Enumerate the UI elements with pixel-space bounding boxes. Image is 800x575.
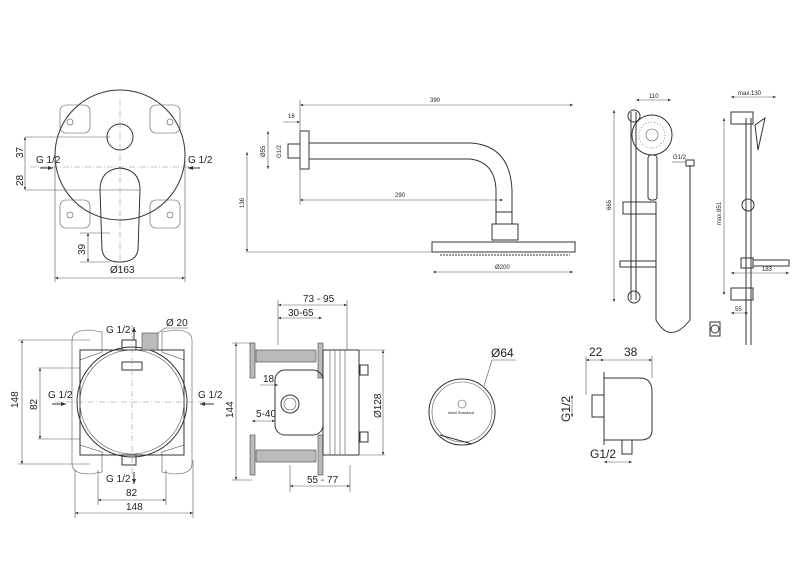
- dim-110: 110: [649, 94, 659, 100]
- rosette-plate: [428, 378, 496, 446]
- inlet-left-label: G 1/2: [48, 390, 73, 401]
- lever-handle: [99, 167, 141, 263]
- dim-390: 390: [430, 98, 441, 104]
- dim-82-horizontal: 82: [126, 488, 138, 499]
- dim-flange-55: Ø55: [261, 145, 267, 157]
- box-body-side: [322, 349, 360, 456]
- dim-73-95: 73 - 95: [303, 294, 335, 305]
- dim-38: 38: [624, 345, 638, 359]
- shower-arm: [309, 158, 497, 212]
- dim-max-851: max.851: [717, 201, 723, 225]
- dim-136: 136: [240, 197, 246, 208]
- thread-vertical-label: G1/2: [559, 396, 573, 422]
- hose-nut: [709, 321, 721, 337]
- dim-144: 144: [225, 401, 236, 418]
- shower-arm-view: 390 16 Ø55 G1/2 136 290 Ø200: [240, 98, 576, 274]
- dim-55: 55: [735, 307, 742, 313]
- box-side-view: 73 - 95 30-65 144 18 5-40 55 - 77 Ø128: [225, 294, 385, 492]
- dim-30-65: 30-65: [288, 308, 314, 319]
- inlet-right-label: G 1/2: [188, 155, 213, 166]
- thread-bottom-label: G1/2: [590, 447, 616, 461]
- mixer-front-view: 37 28 G 1/2 G 1/2 39 Ø163: [15, 89, 213, 282]
- dim-290: 290: [395, 193, 406, 199]
- wall-flange: [299, 130, 310, 170]
- dim-diameter-20: Ø 20: [166, 318, 188, 329]
- wall-outlet-view: 22 38 G1/2 G1/2: [559, 345, 653, 464]
- inlet-right-label: G 1/2: [198, 390, 223, 401]
- rail-kit-view: 110 665 G1/2 max.130 max.851 183 55: [607, 91, 790, 345]
- dim-39: 39: [77, 243, 88, 255]
- dim-82-vertical: 82: [29, 398, 40, 410]
- rain-shower-head: [431, 241, 576, 253]
- outlet-top-label: G 1/2: [106, 325, 131, 336]
- dim-55-77: 55 - 77: [307, 475, 339, 486]
- slider: [622, 201, 657, 215]
- dim-22: 22: [589, 345, 603, 359]
- brand-logo: Ideal Standard: [448, 399, 474, 415]
- outlet-bottom-label: G 1/2: [106, 474, 131, 485]
- hand-shower-head: [631, 114, 673, 156]
- rosette-view: Ideal Standard Ø64: [428, 346, 516, 446]
- dim-5-40: 5-40: [256, 409, 276, 420]
- dim-665: 665: [607, 199, 613, 210]
- brand-text: Ideal Standard: [448, 410, 474, 415]
- inlet-left-label: G 1/2: [36, 155, 61, 166]
- dim-diameter-64: Ø64: [491, 346, 514, 360]
- dim-148-vertical: 148: [10, 391, 21, 408]
- dim-diameter-163: Ø163: [110, 265, 135, 276]
- dim-max-130: max.130: [738, 91, 762, 97]
- dim-18: 18: [263, 374, 275, 385]
- thread-label: G1/2: [277, 144, 283, 158]
- dim-diameter-128: Ø128: [373, 393, 384, 418]
- dim-148-horizontal: 148: [126, 502, 143, 513]
- dim-183: 183: [762, 267, 773, 273]
- cover-plate: [54, 89, 186, 221]
- mounting-plates: [59, 104, 181, 229]
- dim-37: 37: [15, 146, 26, 158]
- box-front-view: 148 82 G 1/2 Ø 20 G 1/2 G 1/2 G 1/2 82 1…: [10, 318, 223, 518]
- hose-thread-label: G1/2: [673, 155, 687, 161]
- dim-28: 28: [15, 174, 26, 186]
- outlet-body: [604, 377, 653, 441]
- soap-tray: [619, 260, 657, 268]
- dim-200: Ø200: [495, 265, 510, 271]
- dim-16: 16: [288, 114, 295, 120]
